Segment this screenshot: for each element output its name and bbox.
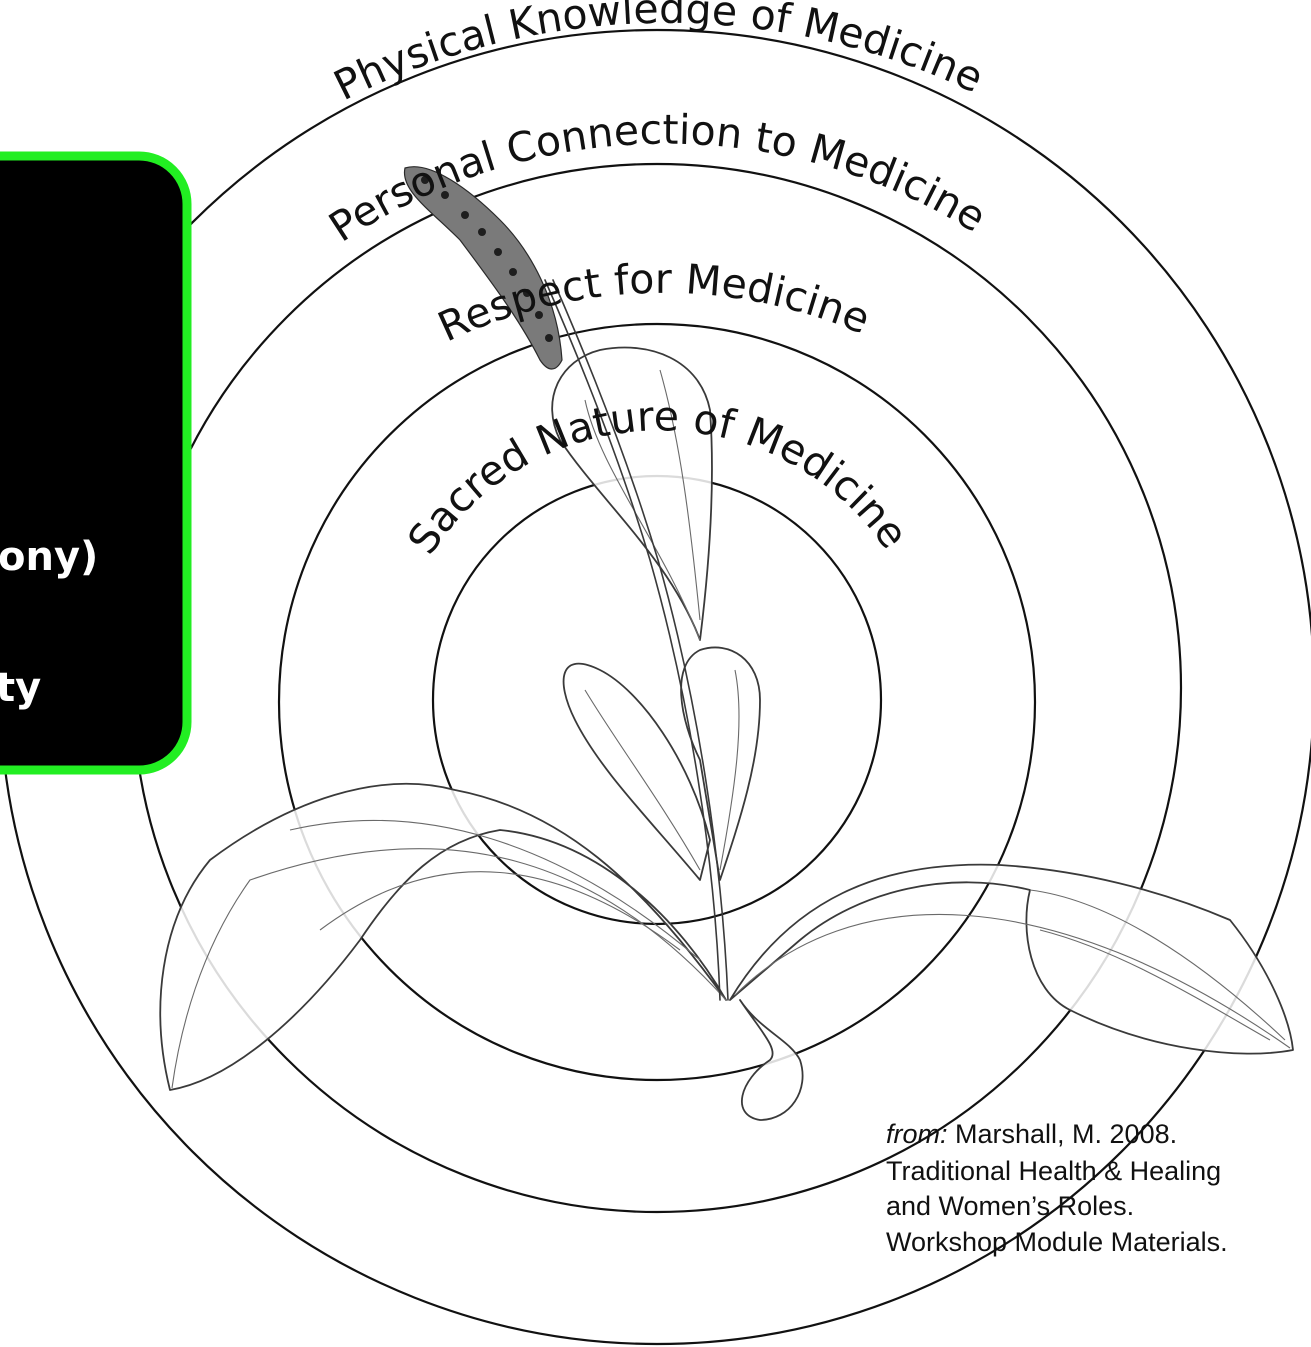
citation-line-2: Traditional Health & Healing: [886, 1156, 1221, 1186]
lower-curl-leaf: [739, 999, 804, 1121]
citation-lead: from:: [886, 1119, 948, 1149]
citation: from: Marshall, M. 2008. Traditional Hea…: [886, 1119, 1228, 1257]
callout-line-2: ty: [0, 665, 41, 711]
ring-respect: [277, 322, 1037, 1082]
right-leaf: [729, 863, 1294, 1055]
flower-stem: [544, 279, 721, 1001]
upright-leaf: [551, 346, 713, 641]
callout-box: [0, 151, 192, 775]
callout-panel: ony) ty: [0, 151, 192, 775]
middle-right-leaf: [680, 646, 761, 881]
citation-line-4: Workshop Module Materials.: [886, 1227, 1228, 1257]
flower-spike: [403, 166, 563, 370]
left-leaf: [159, 783, 727, 1091]
citation-line-3: and Women’s Roles.: [886, 1191, 1134, 1221]
label-personal-connection: Personal Connection to Medicine: [321, 106, 995, 252]
plantain-plant-illustration: [159, 166, 1294, 1121]
ring-personal-connection: [131, 162, 1183, 1214]
callout-line-1: ony): [0, 534, 98, 580]
citation-author: Marshall, M. 2008.: [948, 1119, 1178, 1149]
ring-physical-knowledge: [0, 29, 1311, 1345]
label-physical-knowledge: Physical Knowledge of Medicine: [326, 0, 990, 110]
citation-line-1: from: Marshall, M. 2008.: [886, 1119, 1177, 1149]
